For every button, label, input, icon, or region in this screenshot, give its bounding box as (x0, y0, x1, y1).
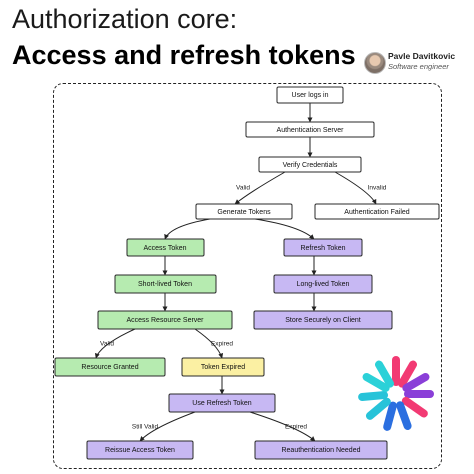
svg-text:Authentication Server: Authentication Server (277, 127, 345, 134)
node-access-token: Access Token (126, 238, 205, 257)
svg-text:Verify Credentials: Verify Credentials (283, 162, 338, 169)
node-authentication-failed: Authentication Failed (314, 203, 440, 220)
node-authentication-server: Authentication Server (245, 121, 375, 138)
node-short-lived-token: Short-lived Token (114, 274, 217, 294)
svg-text:Long-lived Token: Long-lived Token (297, 281, 350, 288)
node-reauthentication-needed: Reauthentication Needed (254, 440, 388, 460)
svg-text:Use Refresh Token: Use Refresh Token (192, 400, 252, 407)
edge-resource-to-expired (194, 328, 224, 359)
node-refresh-token: Refresh Token (283, 238, 363, 257)
edge-verify-to-failed (334, 171, 377, 205)
node-user-logs-in: User logs in (276, 86, 344, 104)
node-store-securely: Store Securely on Client (253, 310, 393, 330)
edge-generate-to-refresh (254, 218, 315, 240)
edge-label-valid: Valid (236, 185, 250, 192)
edge-use-refresh-to-reissue (139, 411, 196, 442)
node-reissue-access-token: Reissue Access Token (86, 440, 194, 460)
edge-generate-to-access (164, 218, 211, 240)
edge-resource-to-granted (94, 328, 136, 359)
svg-text:Reissue Access Token: Reissue Access Token (105, 447, 175, 454)
radial-logo-icon (358, 356, 434, 431)
svg-text:Token Expired: Token Expired (201, 364, 245, 371)
svg-text:Store Securely on Client: Store Securely on Client (285, 317, 361, 324)
author-name: Pavle Davitkovic (388, 51, 456, 61)
node-resource-granted: Resource Granted (54, 357, 166, 377)
edge-label-invalid: Invalid (368, 185, 387, 192)
author-role: Software engineer (388, 62, 449, 71)
svg-text:Access Resource Server: Access Resource Server (126, 317, 204, 324)
node-token-expired: Token Expired (181, 357, 265, 377)
svg-text:User logs in: User logs in (292, 92, 329, 99)
author-badge: Pavle Davitkovic Software engineer (364, 50, 472, 76)
node-use-refresh-token: Use Refresh Token (168, 393, 276, 413)
svg-text:Resource Granted: Resource Granted (81, 364, 138, 371)
author-avatar (364, 52, 386, 74)
svg-text:Generate Tokens: Generate Tokens (217, 209, 271, 216)
node-long-lived-token: Long-lived Token (273, 274, 373, 294)
svg-text:Short-lived Token: Short-lived Token (138, 281, 192, 288)
edge-label-valid-2: Valid (100, 341, 114, 348)
title-line-1: Authorization core: (12, 4, 238, 34)
svg-text:Refresh Token: Refresh Token (300, 245, 345, 252)
title-line-2: Access and refresh tokens (12, 40, 356, 70)
node-generate-tokens: Generate Tokens (195, 203, 293, 220)
svg-text:Authentication Failed: Authentication Failed (344, 209, 409, 216)
edge-label-expired-2: Expired (285, 424, 307, 431)
edge-label-expired: Expired (211, 341, 233, 348)
node-access-resource-server: Access Resource Server (97, 310, 233, 330)
edge-label-still-valid: Still Valid (132, 424, 159, 431)
edge-use-refresh-to-reauth (249, 411, 316, 442)
diagram-frame (53, 83, 442, 469)
edge-verify-to-generate (234, 171, 286, 205)
edges (94, 103, 377, 442)
svg-text:Access Token: Access Token (143, 245, 186, 252)
svg-text:Reauthentication Needed: Reauthentication Needed (281, 447, 360, 454)
node-verify-credentials: Verify Credentials (258, 156, 362, 173)
